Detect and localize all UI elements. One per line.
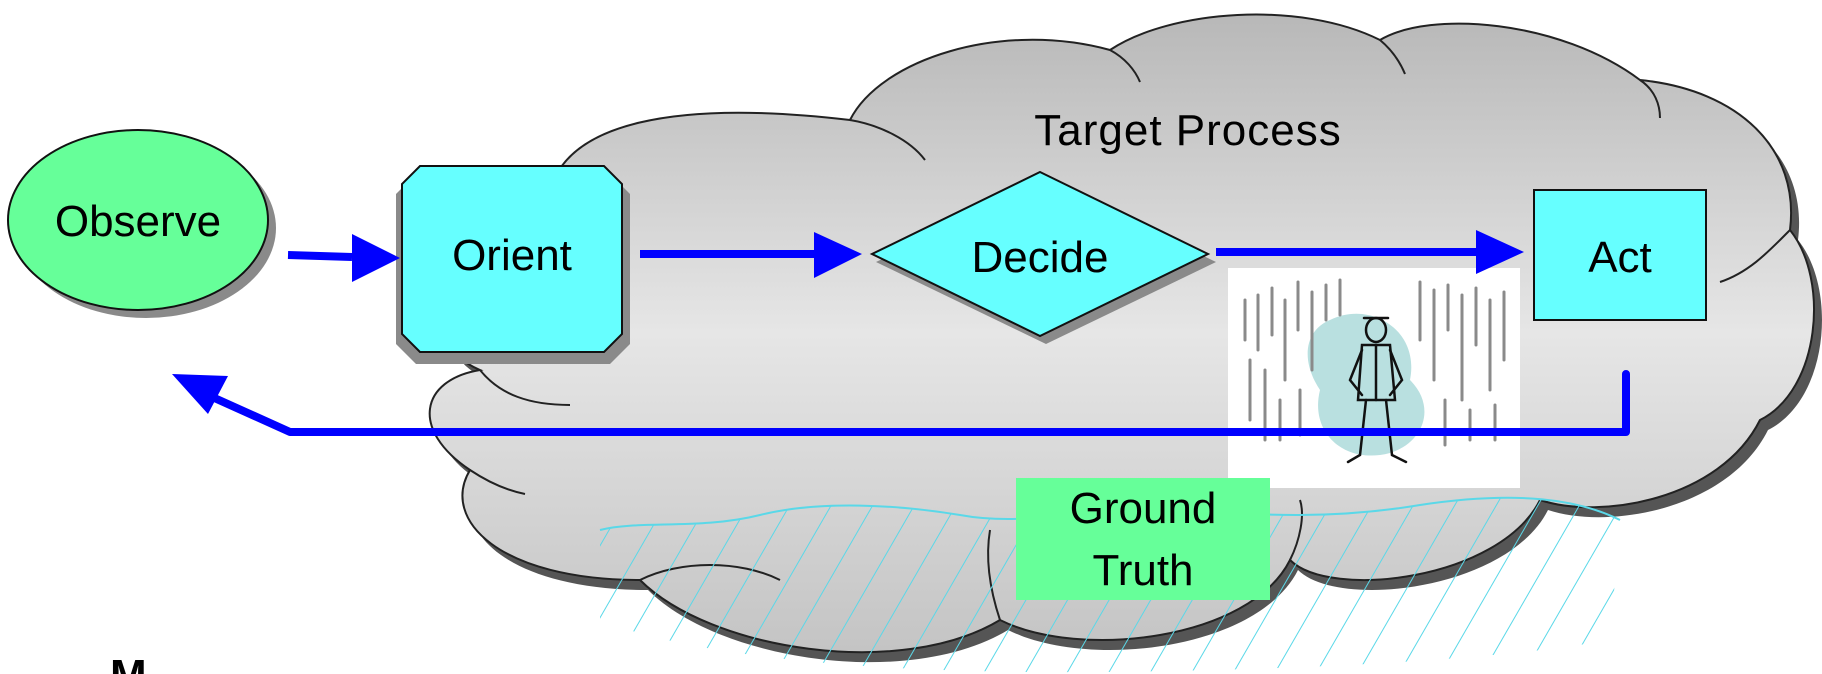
decide-node	[869, 170, 1211, 338]
partial-heading-text: M	[110, 651, 147, 674]
ground-truth-label-line1: Ground	[1070, 484, 1217, 533]
ground-truth-node	[1016, 478, 1270, 600]
arrow-act-to-observe-feedback	[206, 370, 1630, 436]
arrowhead-decide	[814, 232, 862, 278]
arrowhead-act	[1476, 230, 1524, 274]
act-node	[1533, 189, 1707, 321]
observe-node	[7, 129, 269, 311]
cloud-title: Target Process	[1034, 106, 1341, 155]
arrows	[172, 230, 1630, 436]
arrowhead-observe	[172, 374, 228, 414]
ground-truth-label-line2: Truth	[1092, 546, 1193, 595]
decide-label: Decide	[972, 233, 1109, 282]
act-label: Act	[1588, 233, 1652, 282]
arrow-observe-to-orient	[287, 251, 353, 261]
orient-label: Orient	[452, 231, 572, 280]
orient-node	[401, 165, 623, 353]
arrowhead-orient	[352, 234, 400, 282]
observe-label: Observe	[55, 197, 221, 246]
crowd-with-person-figure-icon	[1228, 268, 1520, 488]
